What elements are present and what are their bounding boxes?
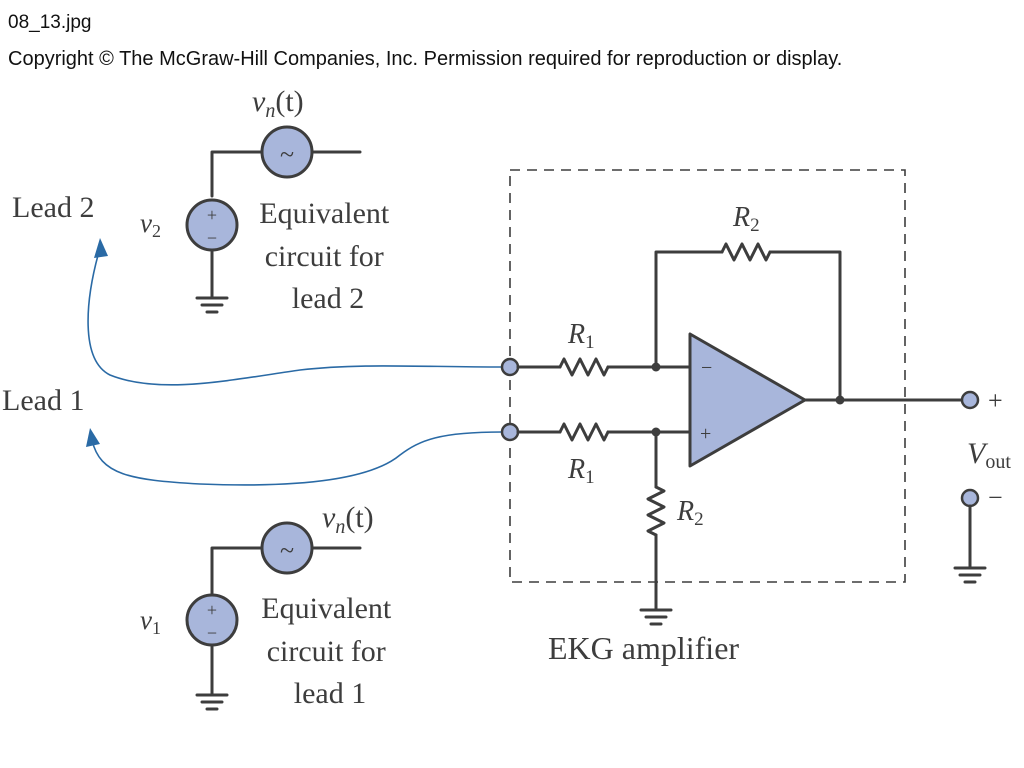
junction-dot	[651, 427, 661, 437]
resistor-r2-ground-icon	[646, 485, 666, 537]
ground-icon	[953, 566, 987, 584]
noise-source-2-tilde: ~	[280, 140, 294, 169]
ground-icon	[195, 693, 229, 711]
ekg-amplifier: − + + − Vout R1 R1 R2 R2 EKG amplifier	[500, 202, 1011, 666]
input-terminal-lead2	[500, 357, 520, 377]
lead1-arrow-icon	[86, 428, 100, 447]
file-name: 08_13.jpg	[8, 12, 92, 33]
resistor-r2-feedback-icon	[720, 242, 772, 262]
vn-label-top: vn(t)	[252, 85, 304, 122]
v1-plus: +	[207, 600, 217, 620]
r1-top-label: R1	[567, 319, 595, 353]
vn-label-bottom: vn(t)	[322, 501, 374, 538]
op-amp-plus: +	[700, 423, 711, 445]
noise-source-1-icon	[260, 521, 314, 575]
r2-feedback-label: R2	[732, 202, 760, 236]
noise-source-1-tilde: ~	[280, 536, 294, 565]
lead1-caption: Equivalent circuit for lead 1	[261, 592, 398, 710]
noise-source-2-icon	[260, 125, 314, 179]
ground-icon	[195, 296, 229, 314]
lead1-label: Lead 1	[2, 384, 84, 417]
lead2-equivalent-circuit: ~ + − v2 vn(t) Equivalent circuit for le…	[140, 85, 396, 315]
ekg-amplifier-box	[509, 169, 906, 583]
lead1-wire-top	[210, 546, 264, 597]
v2-label: v2	[140, 208, 161, 241]
output-terminal-plus	[960, 390, 980, 410]
lead2-caption: Equivalent circuit for lead 2	[259, 197, 396, 315]
junction-dot	[651, 362, 661, 372]
op-amp-minus: −	[701, 357, 712, 379]
v1-minus: −	[207, 623, 217, 643]
ground-icon	[639, 608, 673, 626]
resistor-r1-top-icon	[558, 357, 610, 377]
r1-bottom-label: R1	[567, 454, 595, 488]
r2-ground-label: R2	[676, 496, 704, 530]
lead1-equivalent-circuit: ~ + − v1 vn(t) Equivalent circuit for le…	[140, 501, 398, 711]
lead2-label: Lead 2	[12, 191, 94, 224]
v2-plus: +	[207, 205, 217, 225]
v1-label: v1	[140, 605, 161, 638]
feedback-wire-right	[768, 250, 842, 402]
lead2-arrow-icon	[94, 238, 108, 258]
vout-label: Vout	[967, 437, 1011, 473]
copyright-notice: Copyright © The McGraw-Hill Companies, I…	[8, 48, 843, 70]
v2-minus: −	[207, 228, 217, 248]
lead1-wire	[91, 431, 503, 486]
lead2-wire-top	[210, 150, 264, 198]
vout-minus: −	[988, 483, 1003, 512]
op-amp-icon	[688, 332, 807, 468]
ekg-amplifier-label: EKG amplifier	[548, 630, 739, 666]
output-terminal-minus	[960, 488, 980, 508]
resistor-r1-bottom-icon	[558, 422, 610, 442]
vout-plus: +	[988, 386, 1003, 415]
feedback-wire-left	[654, 250, 724, 369]
input-terminal-lead1	[500, 422, 520, 442]
lead2-wire	[87, 247, 503, 386]
